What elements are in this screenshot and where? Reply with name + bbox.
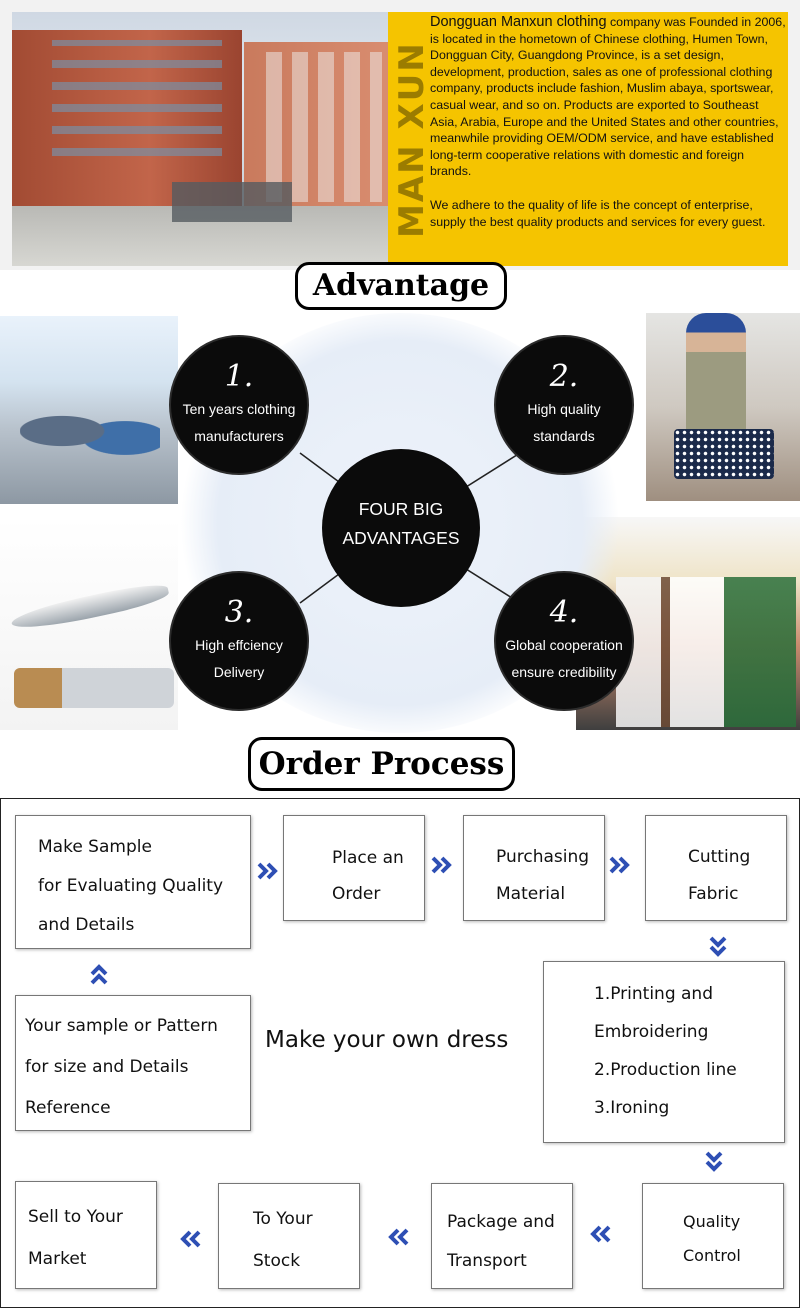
chevron-left-icon [179, 1230, 201, 1248]
step-package-transport: Package and Transport [431, 1183, 573, 1289]
step-purchasing-material: Purchasing Material [463, 815, 605, 921]
four-big-advantages-center: FOUR BIG ADVANTAGES [322, 449, 480, 607]
brand-logo-text: MAN XUN [392, 41, 432, 239]
company-section: MAN XUN Dongguan Manxun clothing company… [0, 0, 800, 270]
chevron-up-icon [90, 963, 108, 985]
chevron-right-icon [257, 862, 279, 880]
order-process-heading: Order Process [248, 737, 515, 791]
company-name: Dongguan Manxun clothing [430, 14, 607, 30]
step-place-order: Place an Order [283, 815, 425, 921]
advantages-section: 1. Ten years clothing manufacturers 2. H… [0, 313, 800, 733]
step-cutting-fabric: Cutting Fabric [645, 815, 787, 921]
step-your-sample-pattern: Your sample or Pattern for size and Deta… [15, 995, 251, 1131]
company-about-panel: MAN XUN Dongguan Manxun clothing company… [388, 12, 788, 266]
make-your-own-dress-text: Make your own dress [265, 1027, 509, 1053]
company-mission: We adhere to the quality of life is the … [430, 197, 766, 229]
company-description: Dongguan Manxun clothing company was Fou… [430, 14, 786, 230]
advantage-circle-2: 2. High quality standards [494, 335, 634, 475]
chevron-down-icon [705, 1151, 723, 1173]
chevron-left-icon [589, 1225, 611, 1243]
company-intro: company was Founded in 2006, is located … [430, 15, 786, 179]
factory-building-photo [12, 12, 388, 266]
quality-worker-photo [646, 313, 800, 501]
advantage-circle-3: 3. High effciency Delivery [169, 571, 309, 711]
advantage-circle-4: 4. Global cooperation ensure credibility [494, 571, 634, 711]
step-quality-control: Quality Control [642, 1183, 784, 1289]
step-to-your-stock: To Your Stock [218, 1183, 360, 1289]
airplane-delivery-photo [0, 518, 178, 730]
step-make-sample: Make Sample for Evaluating Quality and D… [15, 815, 251, 949]
advantage-circle-1: 1. Ten years clothing manufacturers [169, 335, 309, 475]
step-sell-to-market: Sell to Your Market [15, 1181, 157, 1289]
order-process-flow: Make Sample for Evaluating Quality and D… [0, 798, 800, 1308]
chevron-left-icon [387, 1228, 409, 1246]
chevron-down-icon [709, 936, 727, 958]
workshop-photo [0, 316, 178, 504]
step-printing-production: 1.Printing and Embroidering 2.Production… [543, 961, 785, 1143]
chevron-right-icon [609, 856, 631, 874]
advantage-heading: Advantage [295, 262, 507, 310]
chevron-right-icon [431, 856, 453, 874]
